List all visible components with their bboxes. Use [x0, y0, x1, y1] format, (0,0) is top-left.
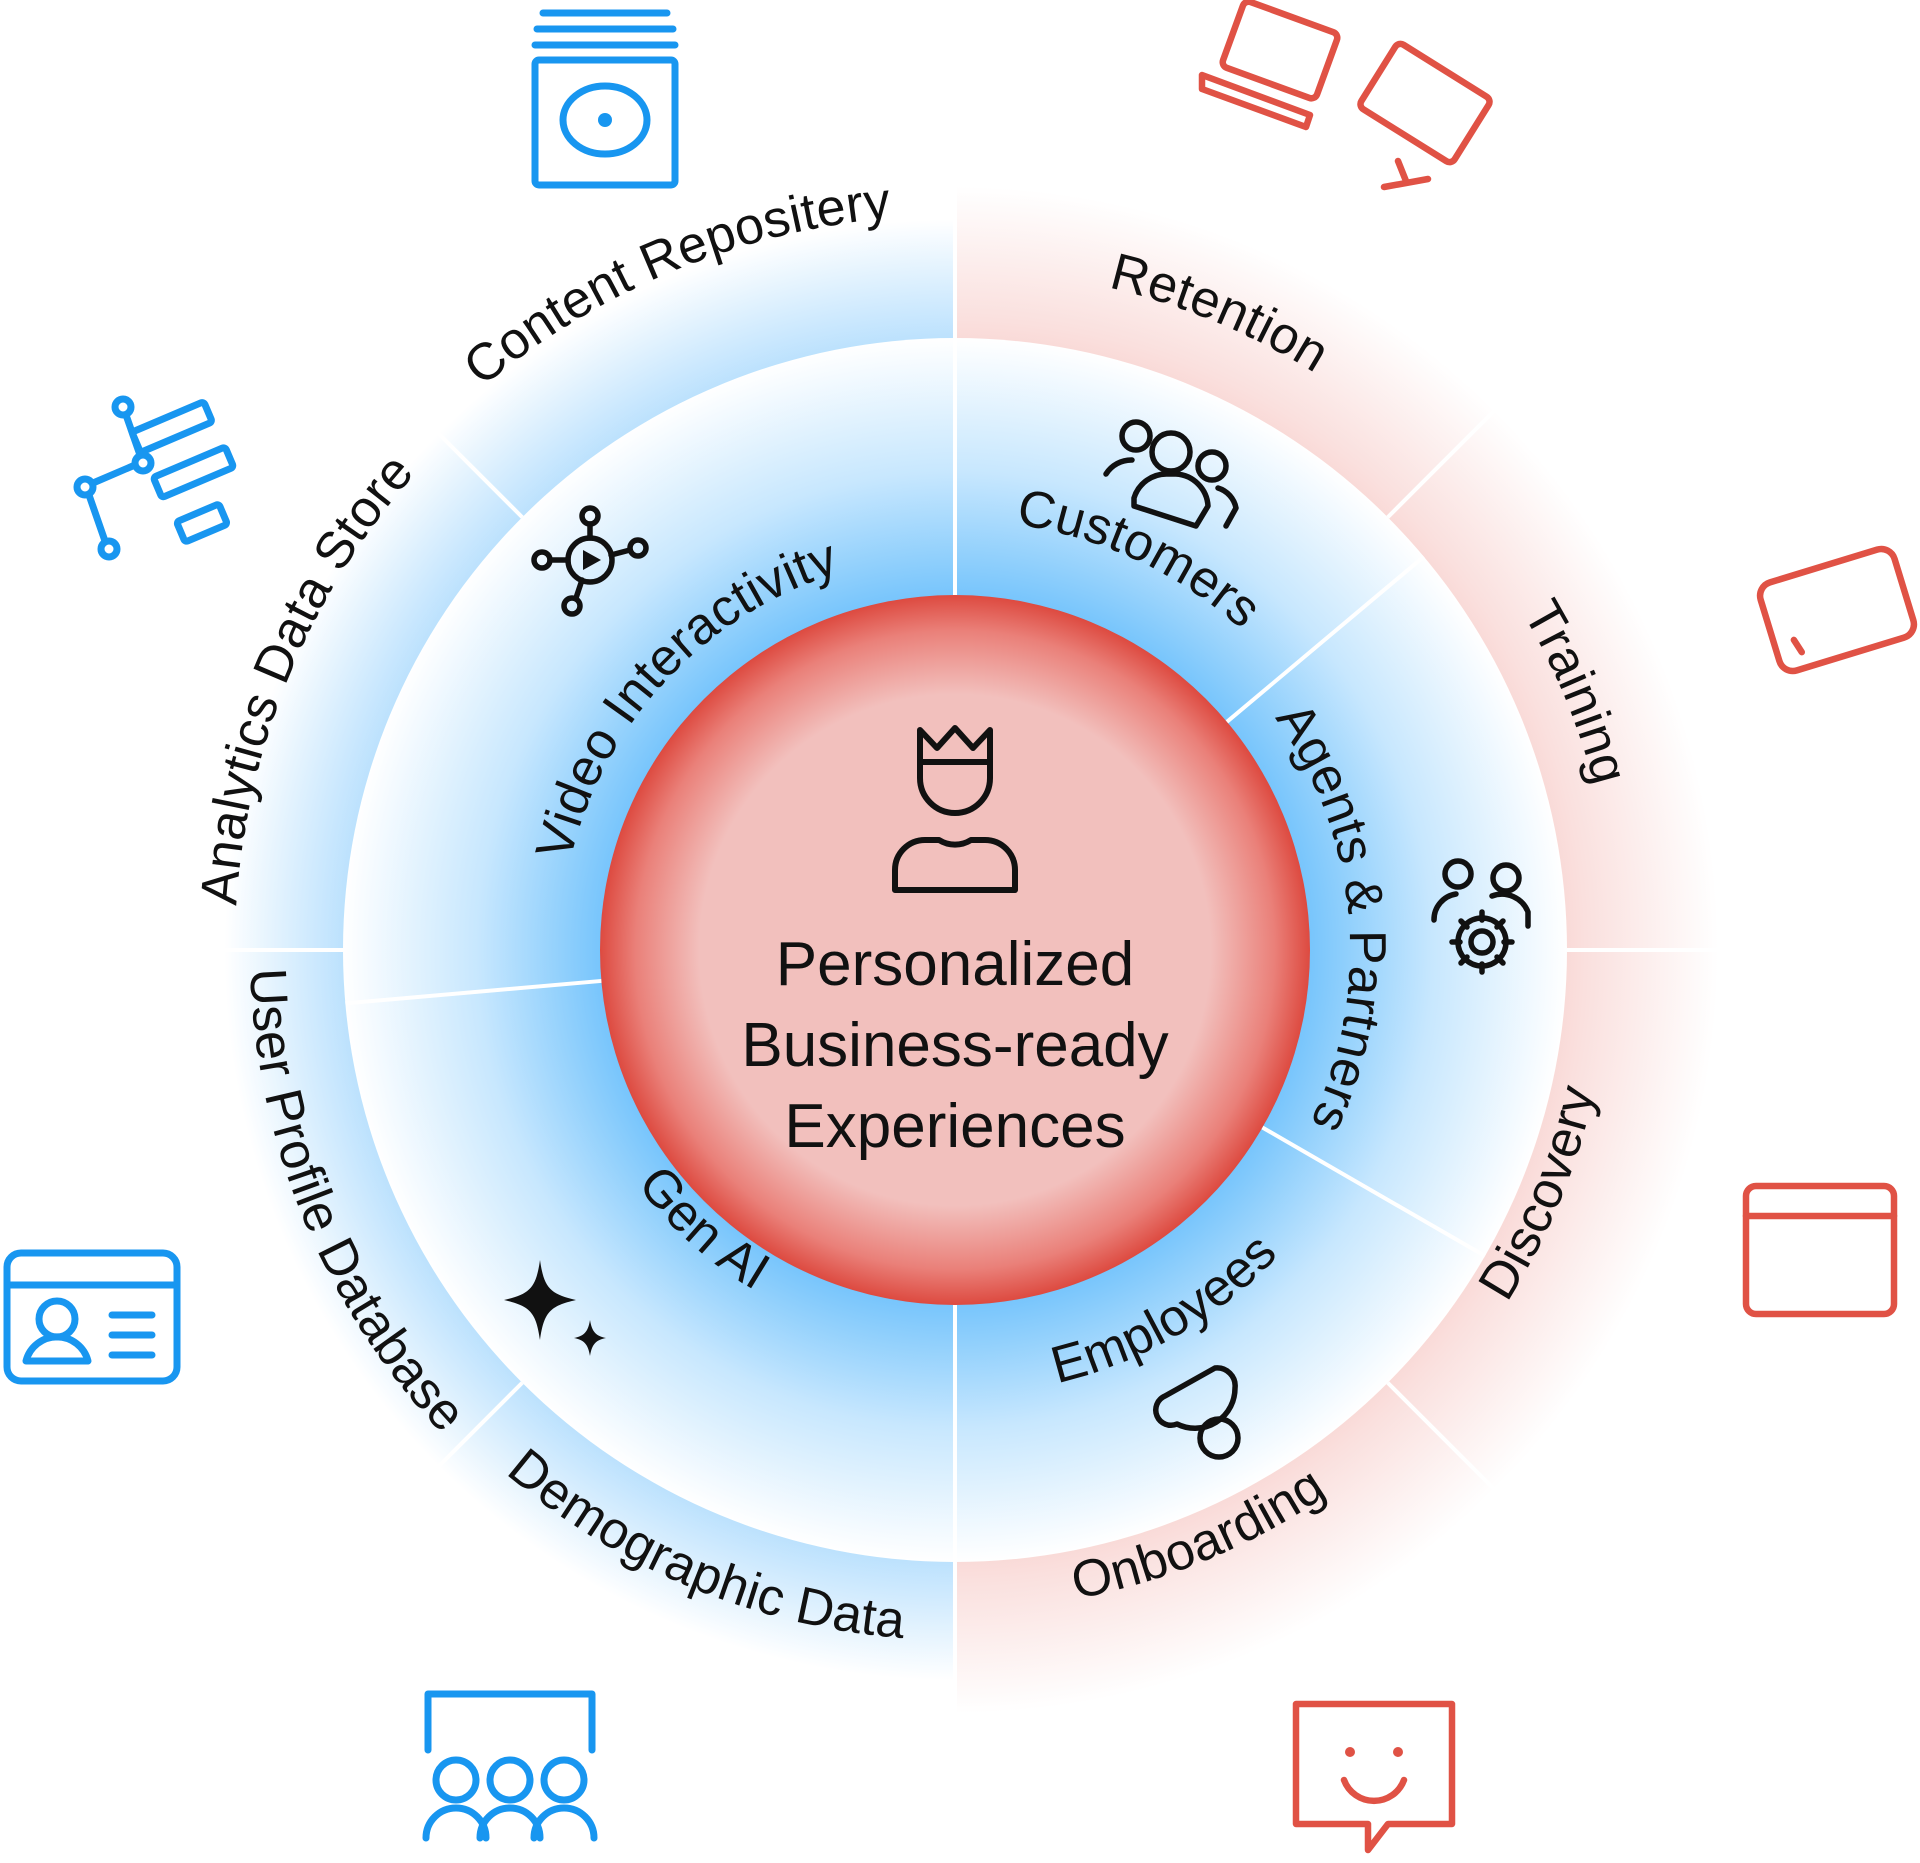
- outer-divider: [1386, 1381, 1579, 1574]
- outer-divider: [1386, 326, 1579, 519]
- outer-ring-lifecycle: [955, 120, 1785, 1780]
- tablet-icon: [1756, 545, 1918, 675]
- inner-divider: [1225, 555, 1426, 724]
- id-card-icon: [3, 1249, 181, 1385]
- audience-icon: [422, 1690, 598, 1842]
- video-network-icon: [531, 505, 649, 617]
- devices-icon: [1198, 0, 1493, 191]
- users-gear-icon: [1431, 858, 1531, 975]
- smiley-chat-icon: [1292, 1700, 1456, 1854]
- sparkles-icon: [504, 1260, 606, 1356]
- inner-divider: [345, 978, 602, 1006]
- media-stack-icon: [531, 9, 679, 189]
- outer-divider: [331, 326, 524, 519]
- crowned-user-icon: [892, 725, 1018, 893]
- outer-ring-data-sources: [125, 120, 955, 1780]
- center-title-line-2: Business-ready: [741, 1011, 1168, 1080]
- center-hub: Personalized Business-ready Experiences: [741, 725, 1169, 1161]
- center-circle: [600, 595, 1310, 1305]
- browser-window-icon: [1742, 1182, 1898, 1318]
- inner-divider: [1261, 1125, 1487, 1258]
- center-title-line-3: Experiences: [784, 1092, 1125, 1161]
- user-group-icon: [1103, 419, 1239, 529]
- analytics-chart-icon: [73, 395, 237, 561]
- wheel-rings: [75, 70, 1835, 1830]
- center-title-line-1: Personalized: [776, 930, 1134, 999]
- employee-shapes-icon: [1153, 1365, 1241, 1460]
- outer-divider: [331, 1381, 524, 1574]
